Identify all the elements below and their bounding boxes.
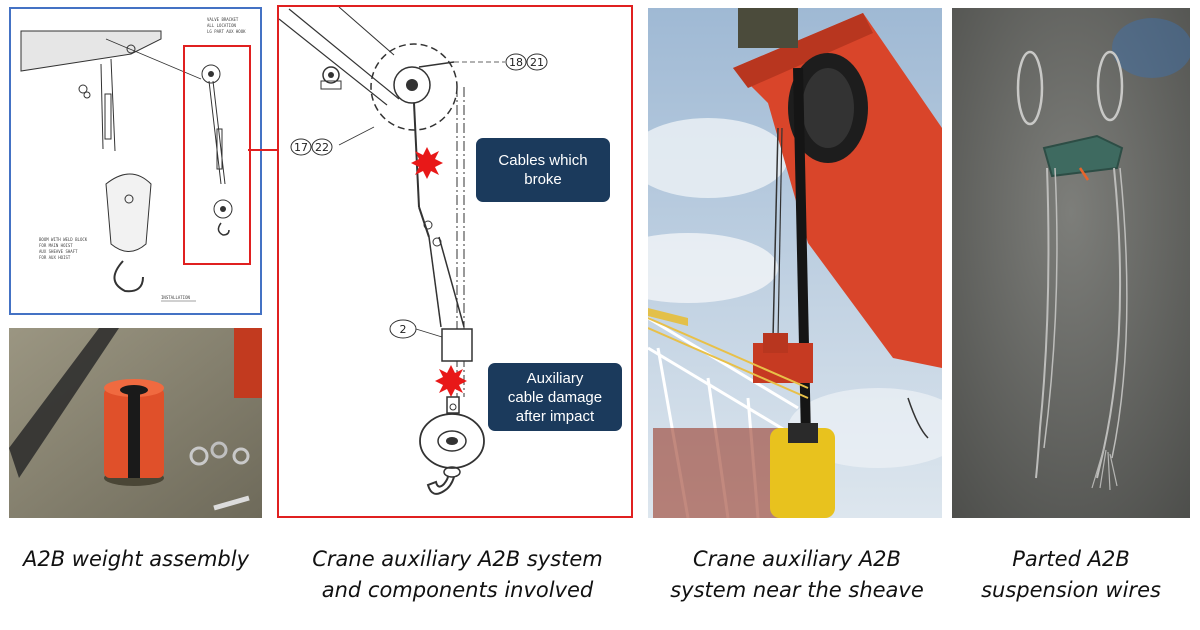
caption-line: Crane auxiliary A2B system (312, 547, 603, 571)
callout-line: after impact (515, 407, 595, 425)
aux-cable-damage-callout: Auxiliary cable damage after impact (488, 363, 622, 431)
caption-line: Crane auxiliary A2B (693, 547, 901, 571)
note-top-3: LG PART AUX HOOK (207, 29, 246, 34)
caption-weight-assembly: A2B weight assembly (0, 544, 272, 575)
note-top-2: ALL LOCATION (207, 23, 236, 28)
part-number-22: 22 (315, 141, 329, 154)
callout-line: Cables which (498, 152, 588, 169)
aux-system-drawing-panel: 18 21 17 22 2 (277, 5, 633, 518)
part-number-2: 2 (400, 323, 407, 336)
part-number-21: 21 (530, 56, 544, 69)
installation-label: INSTALLATION (161, 295, 190, 300)
callout-line: cable damage (507, 388, 603, 406)
note-left-4: FOR AUX HOIST (39, 255, 71, 260)
caption-line: suspension wires (981, 578, 1161, 602)
caption-aux-system-components: Crane auxiliary A2B system and component… (285, 544, 630, 606)
caption-near-sheave: Crane auxiliary A2B system near the shea… (652, 544, 942, 606)
callout-line: broke (524, 171, 562, 188)
note-left-3: AUX SHEAVE SHAFT (39, 249, 78, 254)
weight-assembly-photo (9, 328, 262, 518)
part-number-17: 17 (294, 141, 308, 154)
note-left-1: BOOM WITH WELD BLOCK (39, 237, 88, 242)
caption-line: A2B weight assembly (22, 547, 249, 571)
caption-line: and components involved (321, 578, 594, 602)
note-left-2: FOR MAIN HOIST (39, 243, 73, 248)
note-top-1: VALVE BRACKET (207, 17, 239, 22)
caption-parted-wires: Parted A2B suspension wires (952, 544, 1190, 606)
installation-drawing-panel: VALVE BRACKET ALL LOCATION LG PART AUX H… (9, 7, 262, 315)
detail-connector (248, 149, 280, 151)
cables-broke-callout: Cables which broke (476, 138, 610, 202)
callout-line: Auxiliary (526, 369, 584, 387)
part-number-18: 18 (509, 56, 523, 69)
parted-wires-photo (952, 8, 1190, 518)
crane-sheave-photo (648, 8, 942, 518)
caption-line: system near the sheave (670, 578, 924, 602)
caption-line: Parted A2B (1012, 547, 1130, 571)
